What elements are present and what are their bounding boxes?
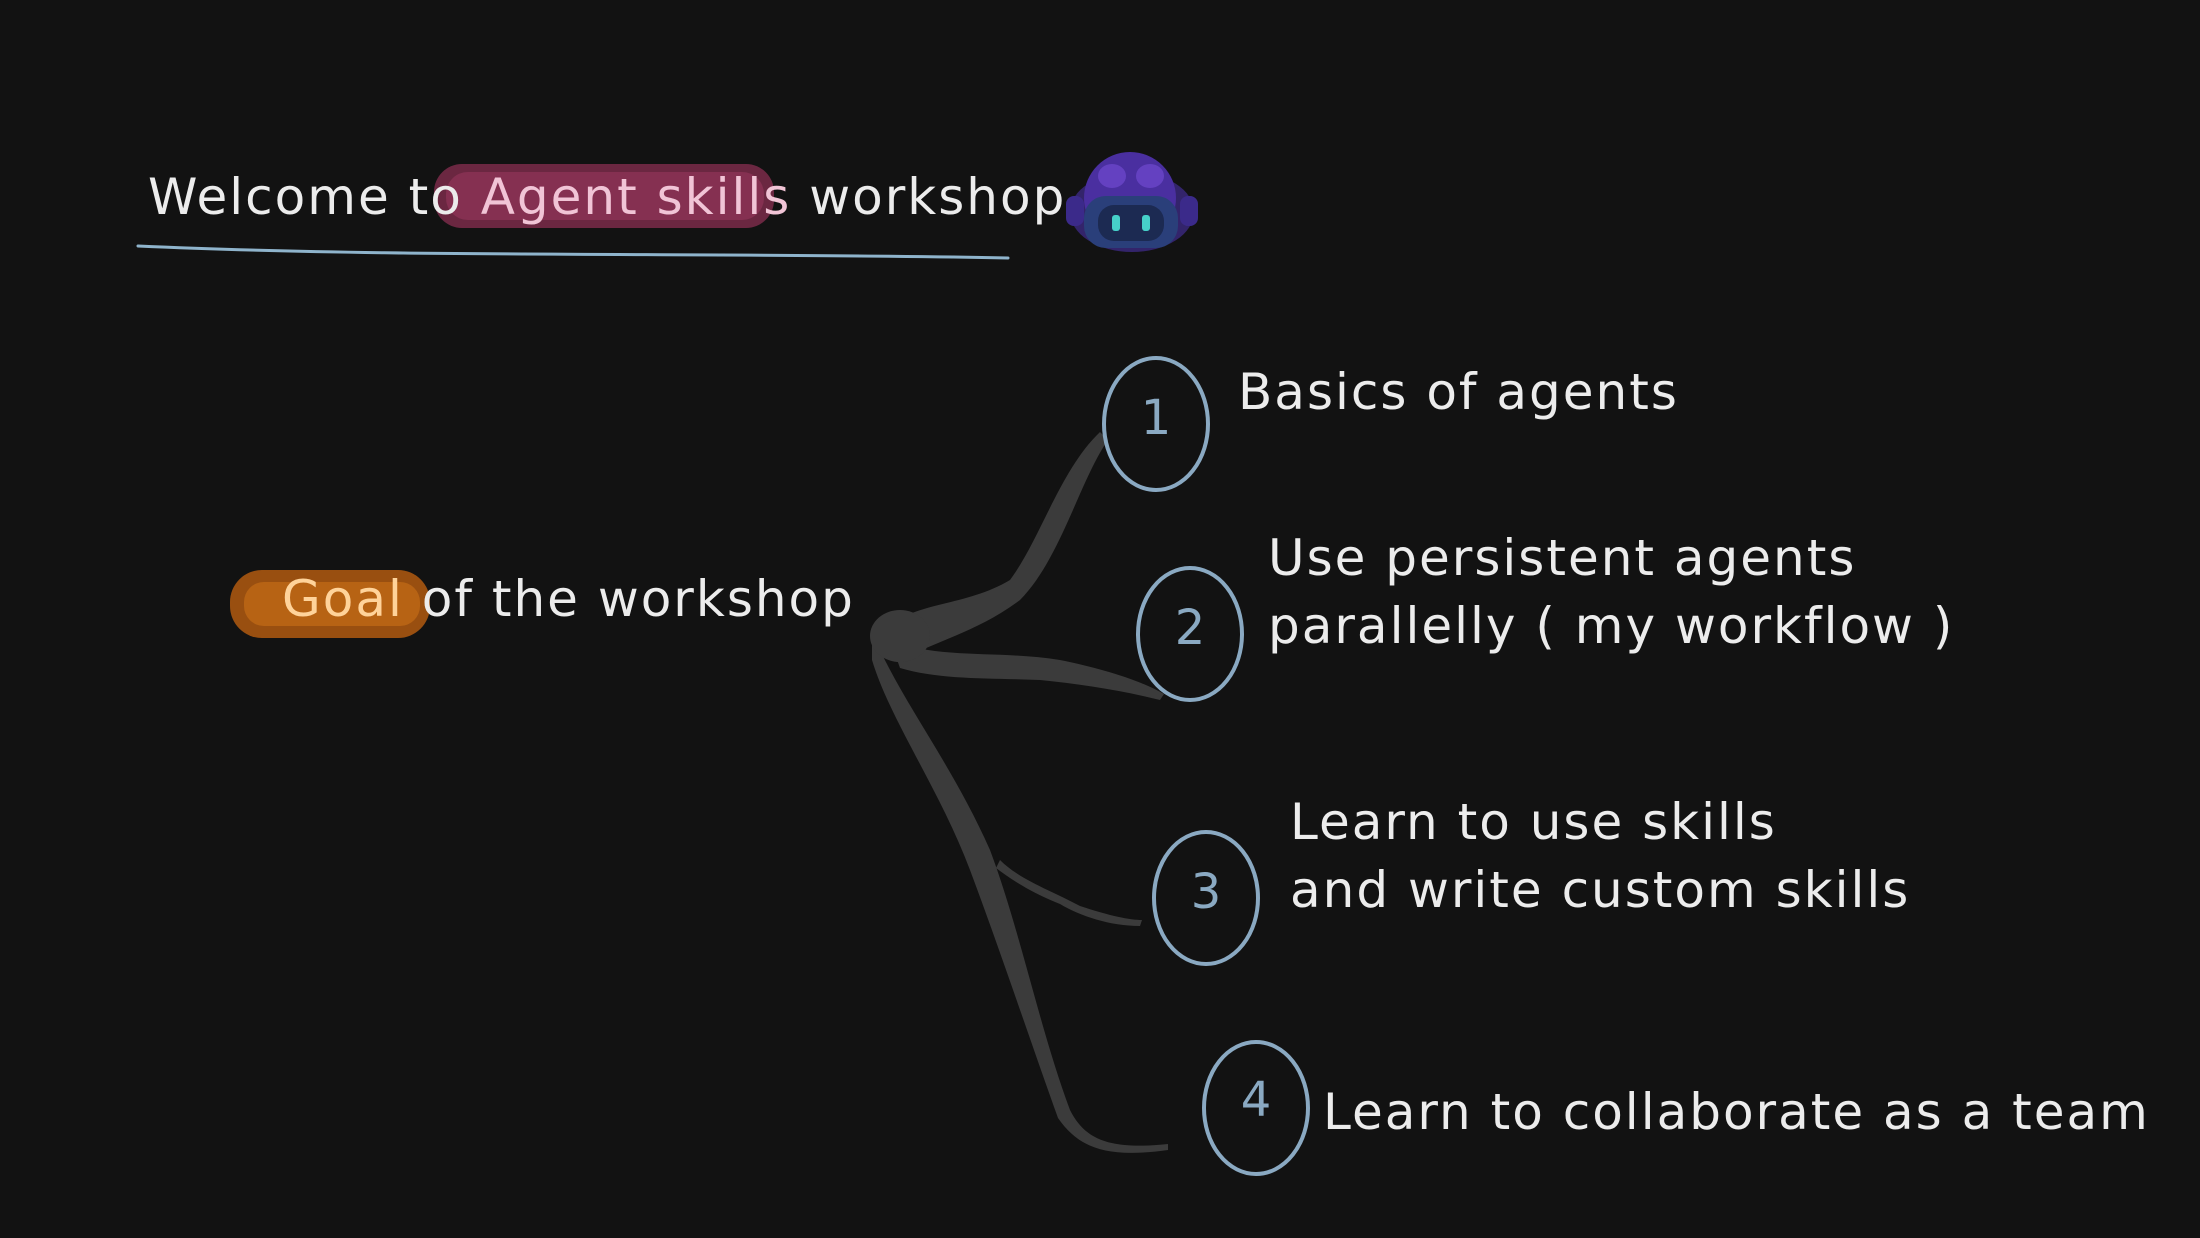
goal-highlight-inner <box>244 582 420 626</box>
circle-3 <box>1152 830 1260 966</box>
title-prefix: Welcome to <box>148 168 463 226</box>
item-1: Basics of agents <box>1238 358 1679 426</box>
circle-1 <box>1102 356 1210 492</box>
agent-skills-highlight <box>434 164 774 228</box>
title-suffix: workshop <box>809 168 1067 226</box>
circle-2 <box>1136 566 1244 702</box>
goal-rest-text: of the workshop <box>421 570 855 628</box>
item-2-line-1: Use persistent agents <box>1268 529 1857 587</box>
goal-highlight-text: Goal <box>282 570 404 628</box>
item-4-line-1: Learn to collaborate as a team <box>1323 1083 2150 1141</box>
item-4: Learn to collaborate as a team <box>1323 1078 2150 1146</box>
mindmap-branches <box>870 432 1168 1153</box>
item-number-3: 3 <box>1190 864 1222 920</box>
circle-4 <box>1202 1040 1310 1176</box>
item-2-line-2: parallelly ( my workflow ) <box>1268 597 1955 655</box>
item-3-line-2: and write custom skills <box>1290 861 1911 919</box>
branch-trunk <box>872 632 1168 1153</box>
robot-icon <box>1066 152 1198 252</box>
branch-root <box>870 610 930 662</box>
item-number-2: 2 <box>1174 600 1206 656</box>
title-highlight: Agent skills <box>480 168 792 226</box>
item-number-1: 1 <box>1140 390 1172 446</box>
branch-2 <box>890 640 1164 700</box>
agent-skills-highlight-inner <box>446 172 764 220</box>
item-1-line-1: Basics of agents <box>1238 363 1679 421</box>
goal-node: Goal of the workshop <box>282 570 855 628</box>
item-number-4: 4 <box>1240 1072 1272 1128</box>
title-underline <box>136 244 1010 260</box>
branch-3 <box>996 860 1142 926</box>
item-3: Learn to use skills and write custom ski… <box>1290 788 1910 924</box>
item-2: Use persistent agents parallelly ( my wo… <box>1268 524 1954 660</box>
item-3-line-1: Learn to use skills <box>1290 793 1777 851</box>
page-title: Welcome to Agent skills workshop <box>148 168 1066 226</box>
